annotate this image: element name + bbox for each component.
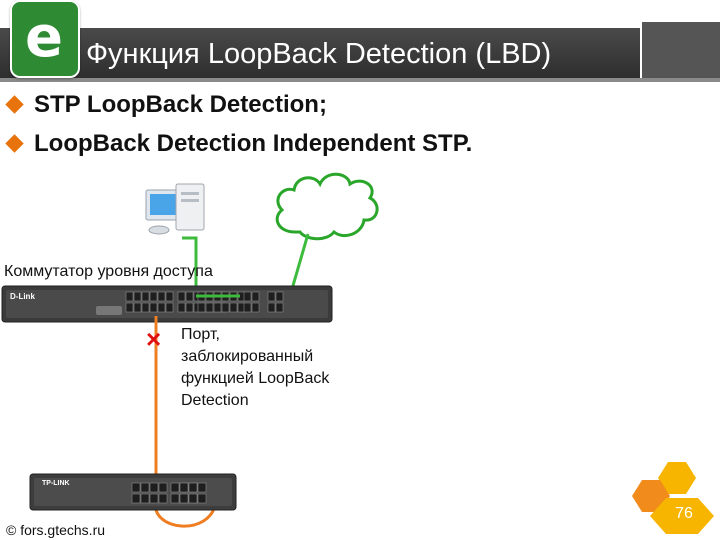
switch-port [185, 302, 194, 313]
switch-port [133, 302, 142, 313]
tplink-brand: TP-LINK [42, 480, 70, 487]
switch-label: Коммутатор уровня доступа [4, 263, 213, 280]
switch-port [229, 302, 238, 313]
corner-hexagons [632, 462, 714, 534]
switch-port [158, 493, 168, 504]
switch-port [275, 291, 284, 302]
title-bar-accent [642, 22, 720, 78]
switch-port [125, 302, 134, 313]
computer-icon [145, 183, 205, 235]
switch-port [213, 302, 222, 313]
bullet-item-2: LoopBack Detection Independent STP. [34, 130, 473, 157]
switch-port [243, 302, 252, 313]
pc-link [182, 236, 198, 296]
switch-port [157, 302, 166, 313]
switch-port [149, 302, 158, 313]
page-number: 76 [675, 505, 693, 522]
switch-port [275, 302, 284, 313]
switch-port [131, 493, 141, 504]
switch-port [170, 493, 180, 504]
dlink-brand: D-Link [10, 292, 35, 301]
blocked-port-icon: × [146, 324, 162, 354]
switch-port [141, 291, 150, 302]
switch-port [188, 493, 198, 504]
title-bar [0, 28, 640, 78]
switch-port [158, 482, 168, 493]
switch-port [140, 482, 150, 493]
switch-port [131, 482, 141, 493]
switch-port [251, 291, 260, 302]
cloud-icon [275, 172, 379, 241]
switch-port [140, 493, 150, 504]
switch-port [251, 302, 260, 313]
switch-port [197, 302, 206, 313]
blocked-port-label-line: заблокированный [181, 348, 314, 365]
switch-port [197, 493, 207, 504]
switch-port [179, 482, 189, 493]
slide-title: Функция LoopBack Detection (LBD) [86, 38, 552, 70]
bullet-item-1: STP LoopBack Detection; [34, 91, 327, 118]
switch-port [243, 291, 252, 302]
switch-port [149, 482, 159, 493]
switch-port [179, 493, 189, 504]
switch-port [177, 291, 186, 302]
switch-port [221, 302, 230, 313]
switch-port [165, 302, 174, 313]
switch-port [165, 291, 174, 302]
switch-port [141, 302, 150, 313]
switch-port [177, 302, 186, 313]
switch-port [267, 302, 276, 313]
blocked-port-label-line: Detection [181, 392, 249, 409]
switch-port [157, 291, 166, 302]
switch-port [149, 493, 159, 504]
switch-port [133, 291, 142, 302]
switch-port [205, 302, 214, 313]
blocked-port-label-line: функцией LoopBack [181, 370, 330, 387]
logo-letter: e [25, 5, 63, 70]
blocked-port-label: Порт, заблокированный функцией LoopBack … [181, 324, 371, 412]
switch-port [149, 291, 158, 302]
blocked-port-label-line: Порт, [181, 326, 220, 343]
switch-port [267, 291, 276, 302]
switch-port [125, 291, 134, 302]
logo [10, 0, 80, 78]
switch-port [197, 482, 207, 493]
footer-copyright: © fors.gtechs.ru [6, 522, 106, 538]
title-underline [0, 78, 720, 82]
switch-port [188, 482, 198, 493]
switch-port [185, 291, 194, 302]
switch-port [170, 482, 180, 493]
